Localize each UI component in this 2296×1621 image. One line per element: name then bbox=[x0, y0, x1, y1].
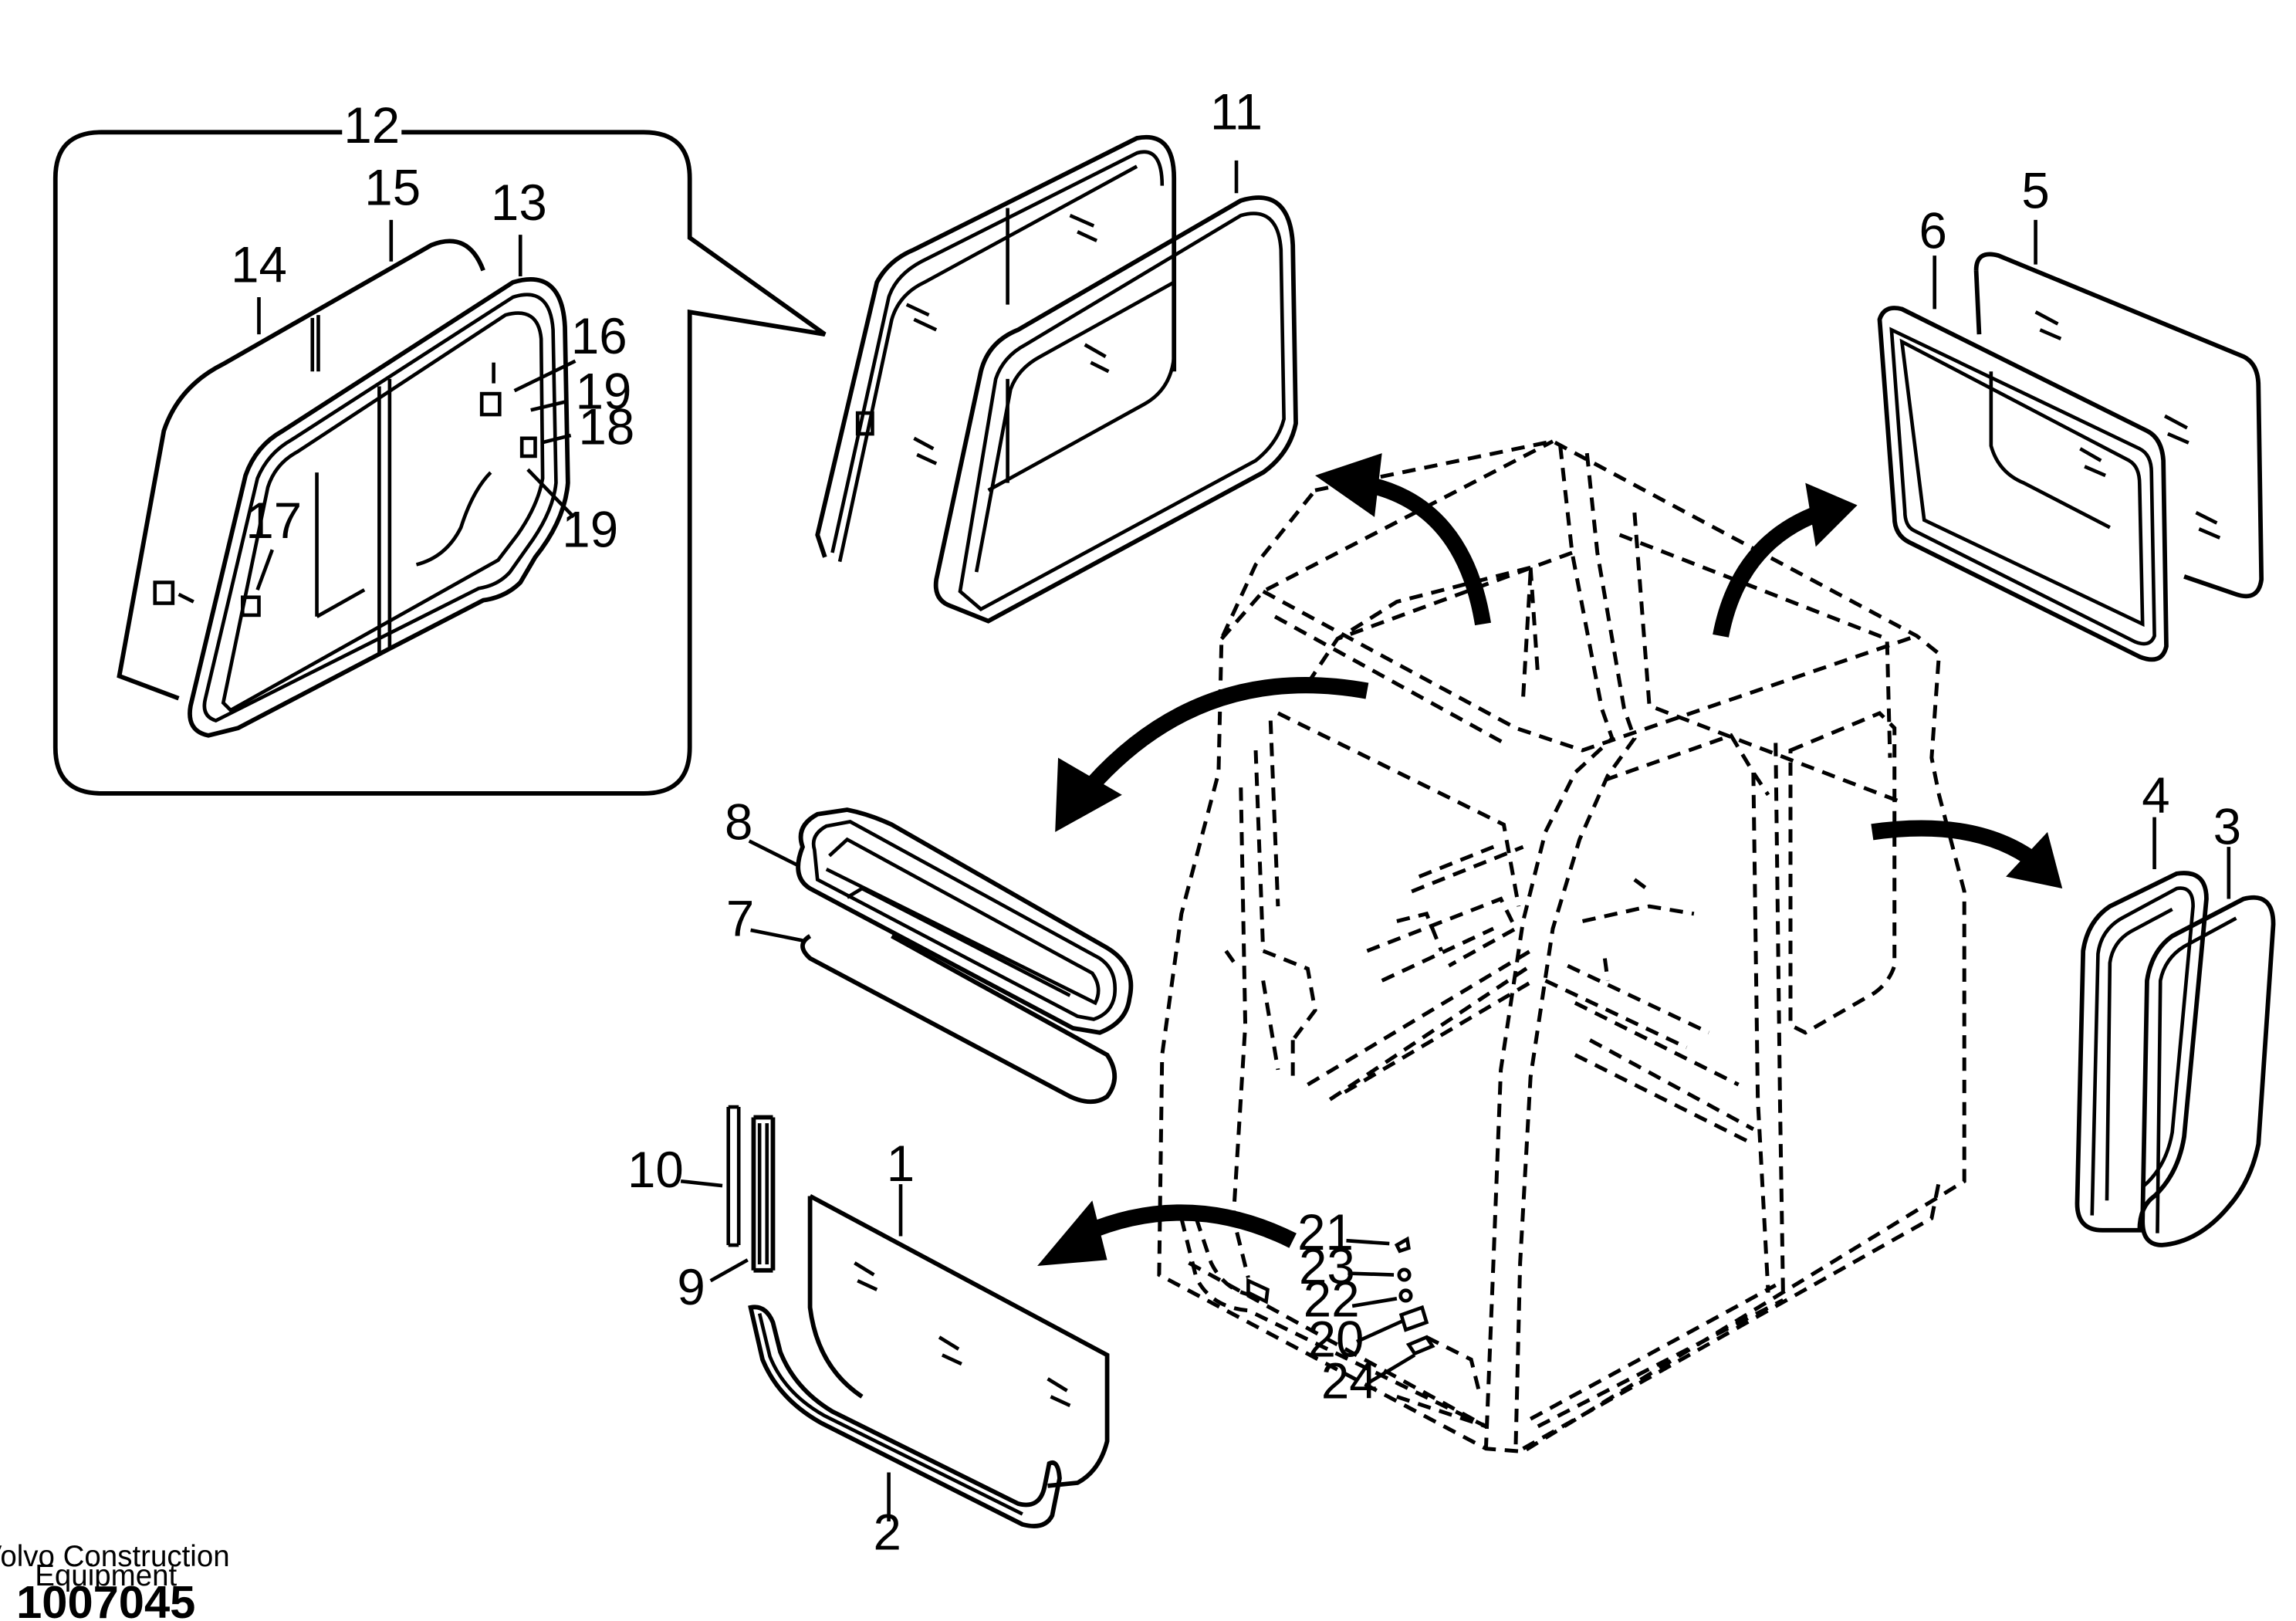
callout-15: 15 bbox=[364, 160, 421, 216]
callout-8: 8 bbox=[725, 794, 752, 851]
latch-hardware-20-24 bbox=[1346, 1236, 1435, 1384]
callout-2: 2 bbox=[873, 1504, 901, 1561]
footer-block: Volvo Construction Equipment 1007045 bbox=[0, 1540, 230, 1621]
callout-18: 18 bbox=[578, 399, 634, 455]
door-window-11 bbox=[815, 134, 1298, 624]
side-window-3-4 bbox=[2075, 817, 2276, 1247]
callout-6: 6 bbox=[1919, 202, 1947, 259]
callout-5: 5 bbox=[2021, 162, 2049, 218]
callout-7: 7 bbox=[726, 891, 754, 947]
callout-labels: 1 2 3 4 5 6 7 8 9 10 11 12 13 14 15 16 1… bbox=[231, 83, 2241, 1560]
front-lower-window-1-2-9-10 bbox=[680, 1105, 1110, 1528]
company-name-line2: Equipment bbox=[35, 1559, 177, 1592]
callout-21: 21 bbox=[1297, 1204, 1354, 1261]
callout-22: 22 bbox=[1304, 1271, 1360, 1327]
callout-12: 12 bbox=[343, 97, 400, 154]
callout-19b: 19 bbox=[562, 501, 618, 557]
callout-14: 14 bbox=[231, 237, 287, 293]
callout-9: 9 bbox=[677, 1259, 705, 1315]
callout-3: 3 bbox=[2213, 798, 2241, 854]
callout-23: 23 bbox=[1299, 1238, 1355, 1294]
detail-inset-sliding-window bbox=[52, 130, 827, 796]
callout-20: 20 bbox=[1308, 1311, 1364, 1367]
cab-outline bbox=[1157, 439, 1966, 1454]
callout-17: 17 bbox=[245, 492, 302, 549]
callout-4: 4 bbox=[2142, 767, 2169, 824]
roof-window-7-8 bbox=[748, 807, 1134, 1105]
document-number: 1007045 bbox=[16, 1576, 195, 1621]
callout-11: 11 bbox=[1210, 83, 1263, 140]
company-name-line1: Volvo Construction bbox=[0, 1540, 230, 1573]
callout-24: 24 bbox=[1321, 1352, 1378, 1409]
callout-1: 1 bbox=[887, 1135, 915, 1192]
callout-13: 13 bbox=[491, 174, 547, 231]
callout-16: 16 bbox=[571, 308, 627, 364]
callout-10: 10 bbox=[627, 1142, 684, 1198]
rear-window-5-6 bbox=[1877, 219, 2264, 662]
callout-19a: 19 bbox=[576, 363, 632, 419]
direction-arrows bbox=[1037, 453, 2063, 1266]
